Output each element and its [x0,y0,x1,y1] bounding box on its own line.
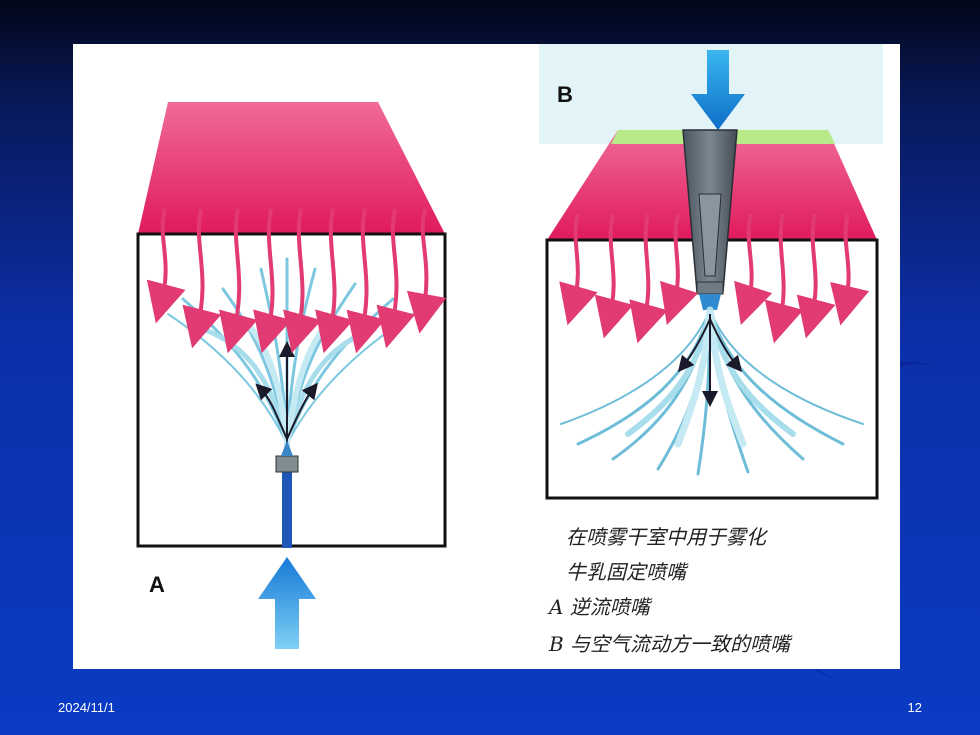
label-a: A [149,572,165,597]
nozzle-tip-b [699,294,721,310]
label-b: B [557,82,573,107]
air-inlet-arrow-b [691,50,745,130]
diagram-a: A [136,102,447,649]
feed-pipe-a [282,472,292,548]
hot-air-arrows-a [146,208,447,354]
caption-line-1: 在喷雾干室中用于雾化 [566,525,769,549]
caption-line-3: A 逆流喷嘴 [547,595,653,619]
nozzle-tip-a [281,440,293,456]
caption-line-4: B 与空气流动方一致的喷嘴 [548,632,793,656]
diagram-b: B [539,44,883,656]
flow-direction-arrows-b [677,314,743,407]
air-inlet-arrow-a [258,557,316,649]
caption-line-2: 牛乳固定喷嘴 [566,560,689,584]
nozzle-a [275,455,299,473]
nozzle-diagram: A B [136,44,883,656]
diagram-panel: A B [73,44,900,669]
hot-air-arrows-b [559,213,870,344]
nozzle-slot-b [698,193,722,277]
footer-date: 2024/11/1 [58,700,115,715]
air-inlet-hood-a [138,102,445,234]
nozzle-collar-b [696,281,724,295]
page-number: 12 [907,700,922,715]
flow-direction-arrows-a [255,341,318,444]
